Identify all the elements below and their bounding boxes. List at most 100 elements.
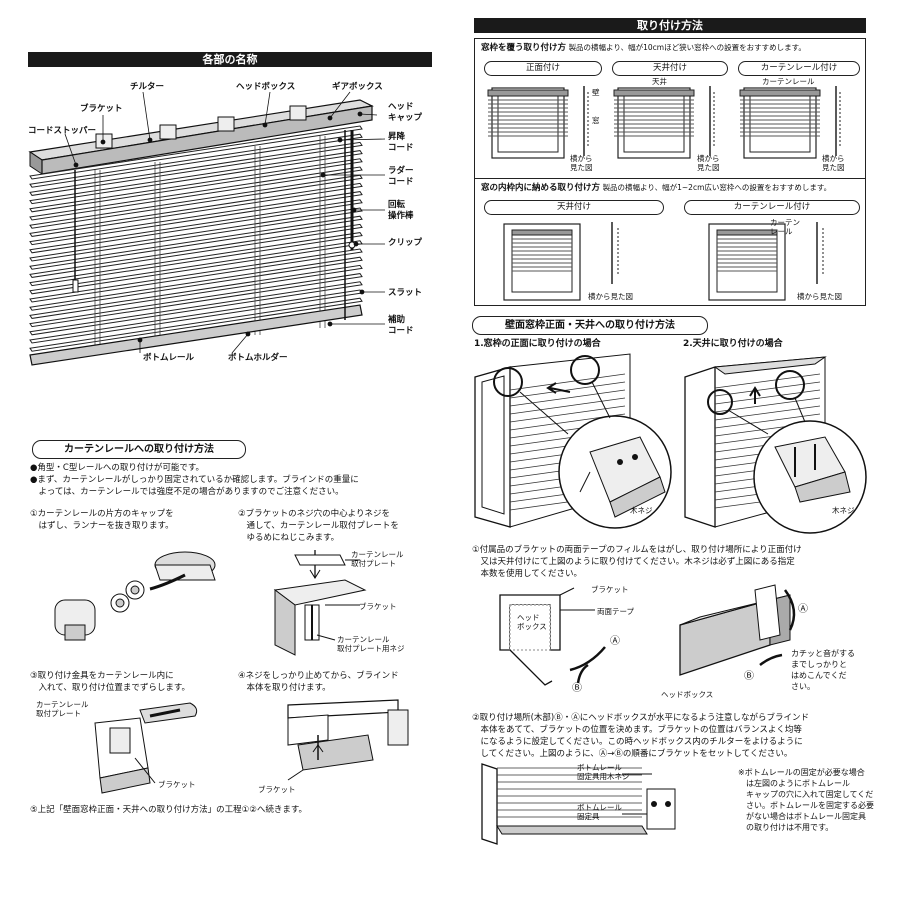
label-plate-1: カーテンレール 取付プレート xyxy=(351,550,404,568)
tab-ceiling-mount: 天井付け xyxy=(612,61,728,76)
slat xyxy=(29,215,363,270)
slat xyxy=(29,199,363,254)
label-a-1: Ⓐ xyxy=(610,636,620,647)
slat xyxy=(29,150,363,205)
window-frame xyxy=(617,87,691,159)
inside-diagrams xyxy=(503,222,824,301)
runner-removal-illustration xyxy=(54,551,216,641)
label-headbox: ヘッドボックス xyxy=(236,82,296,92)
slat xyxy=(29,256,363,311)
slat xyxy=(29,158,363,213)
label-aux-cord: 補助 コード xyxy=(388,315,414,336)
blind-attach-illustration xyxy=(287,699,409,781)
label-tilter: チルター xyxy=(130,82,165,92)
label-ladder-cord: ラダー コード xyxy=(388,166,414,187)
window-inner xyxy=(623,93,685,153)
label-headbox-right: ヘッドボックス xyxy=(661,690,714,699)
slat xyxy=(29,141,363,196)
headrail xyxy=(511,229,573,236)
bottom-note: ※ボトムレールの固定が必要な場合 は左図のようにボトムレール キャップの穴に入れ… xyxy=(738,768,874,832)
label-bracket-c3: ブラケット xyxy=(258,785,296,794)
slat xyxy=(509,381,626,399)
curtain-footer: ⑤上記「壁面窓枠正面・天井への取り付け方法」の工程①②へ続きます。 xyxy=(30,805,308,815)
wall-case-2: 2.天井に取り付けの場合 xyxy=(683,339,783,349)
blind-parts-illustration xyxy=(28,91,386,366)
label-bottom-fixture: ボトムレール 固定具 xyxy=(577,803,622,821)
bracket-install-diagram xyxy=(499,584,796,686)
tab-inside-curtain-rail: カーテンレール付け xyxy=(684,200,860,215)
parts-title-bar: 各部の名称 xyxy=(28,52,432,67)
label-bottom-screw: ボトムレール 固定具用木ネジ xyxy=(577,763,630,781)
label-inside-curtain-rail: カーテン レール xyxy=(770,218,800,236)
window-frame xyxy=(743,87,817,159)
label-bracket-c1: ブラケット xyxy=(359,602,397,611)
wall-case-1: 1.窓枠の正面に取り付けの場合 xyxy=(474,339,601,349)
cover-diagrams xyxy=(487,86,841,159)
inside-divider xyxy=(474,178,866,179)
side-view-1: 横から 見た図 xyxy=(570,154,593,172)
slat xyxy=(29,281,363,336)
wall-title: 壁面窓枠正面・天井への取り付け方法 xyxy=(472,316,708,335)
slat xyxy=(29,264,363,319)
curtain-bullet-1: ●角型・C型レールへの取り付けが可能です。 xyxy=(30,463,205,473)
label-cord-stopper: コードストッパー xyxy=(28,126,97,136)
side-view-3: 横から 見た図 xyxy=(822,154,845,172)
label-bottom-rail: ボトムレール xyxy=(143,353,195,363)
label-wall: 壁 xyxy=(592,88,600,97)
side-view-4: 横から見た図 xyxy=(588,292,633,301)
install-title-bar: 取り付け方法 xyxy=(474,18,866,33)
click-note: カチッと音がする までしっかりと はめこんでくだ さい。 xyxy=(791,649,855,691)
slat xyxy=(29,232,363,287)
curtain-bullet-2: ●まず、カーテンレールがしっかり固定されているか確認します。ブラインドの重量に … xyxy=(30,475,359,497)
slat xyxy=(29,133,363,188)
cover-heading-row: 窓枠を覆う取り付け方 製品の横幅より、幅が10cmほど狭い窓枠への設置をおすすめ… xyxy=(481,43,806,54)
curtain-step-2: ②ブラケットのネジ穴の中心よりネジを 通して、カーテンレール取付プレートを ゆる… xyxy=(238,509,399,543)
label-a-2: Ⓐ xyxy=(798,604,808,615)
cover-heading: 窓枠を覆う取り付け方 xyxy=(481,43,567,53)
slat xyxy=(29,191,363,246)
curtain-title: カーテンレールへの取り付け方法 xyxy=(32,440,246,459)
label-lift-cord: 昇降 コード xyxy=(388,132,414,153)
window-frame xyxy=(491,87,565,159)
label-bracket-right: ブラケット xyxy=(591,585,629,594)
label-bracket-c2: ブラケット xyxy=(158,780,196,789)
window-inner xyxy=(497,93,559,153)
headrail xyxy=(739,89,821,97)
slat xyxy=(29,297,363,352)
tab-curtain-rail-mount: カーテンレール付け xyxy=(738,61,860,76)
side-view-5: 横から見た図 xyxy=(797,292,842,301)
headrail xyxy=(613,89,695,97)
label-curtain-rail: カーテンレール xyxy=(762,77,815,86)
label-window: 窓 xyxy=(592,116,600,125)
label-clip: クリップ xyxy=(388,238,423,248)
label-tape: 両面テープ xyxy=(597,607,635,616)
slat xyxy=(29,125,363,180)
label-plate-2: カーテンレール 取付プレート xyxy=(36,700,89,718)
slat xyxy=(29,207,363,262)
slat xyxy=(509,397,626,415)
rail-insert-illustration xyxy=(94,702,198,794)
wall-step-1: ①付属品のブラケットの両面テープのフィルムをはがし、取り付け場所により正面付け … xyxy=(472,545,802,579)
label-head-cap: ヘッド キャップ xyxy=(388,102,423,123)
curtain-step-3: ③取り付け金具をカーテンレール内に 入れて、取り付け位置までずらします。 xyxy=(30,671,190,693)
wood-screw-2: 木ネジ xyxy=(832,506,855,515)
label-headbox-box: ヘッド ボックス xyxy=(517,613,547,631)
inside-desc: 製品の横幅より、幅が1~2cm広い窓枠への設置をおすすめします。 xyxy=(602,183,832,192)
tab-front-mount: 正面付け xyxy=(484,61,602,76)
headrail xyxy=(716,229,778,236)
cover-desc: 製品の横幅より、幅が10cmほど狭い窓枠への設置をおすすめします。 xyxy=(568,43,806,52)
slat xyxy=(29,223,363,278)
wall-step-2: ②取り付け場所(木部)Ⓑ・Ⓐにヘッドボックスが水平になるよう注意しながらブライン… xyxy=(472,713,810,759)
label-gearbox: ギアボックス xyxy=(332,82,383,92)
wall-mount-illustrations xyxy=(474,353,867,534)
window-frame xyxy=(708,223,786,301)
slat xyxy=(29,182,363,237)
label-ceiling: 天井 xyxy=(652,77,667,86)
slat xyxy=(509,389,626,407)
side-view-2: 横から 見た図 xyxy=(697,154,720,172)
slat xyxy=(29,166,363,221)
slat xyxy=(714,405,821,421)
window-frame xyxy=(503,223,581,301)
slat xyxy=(29,273,363,328)
plate-screw-illustration xyxy=(273,550,367,656)
